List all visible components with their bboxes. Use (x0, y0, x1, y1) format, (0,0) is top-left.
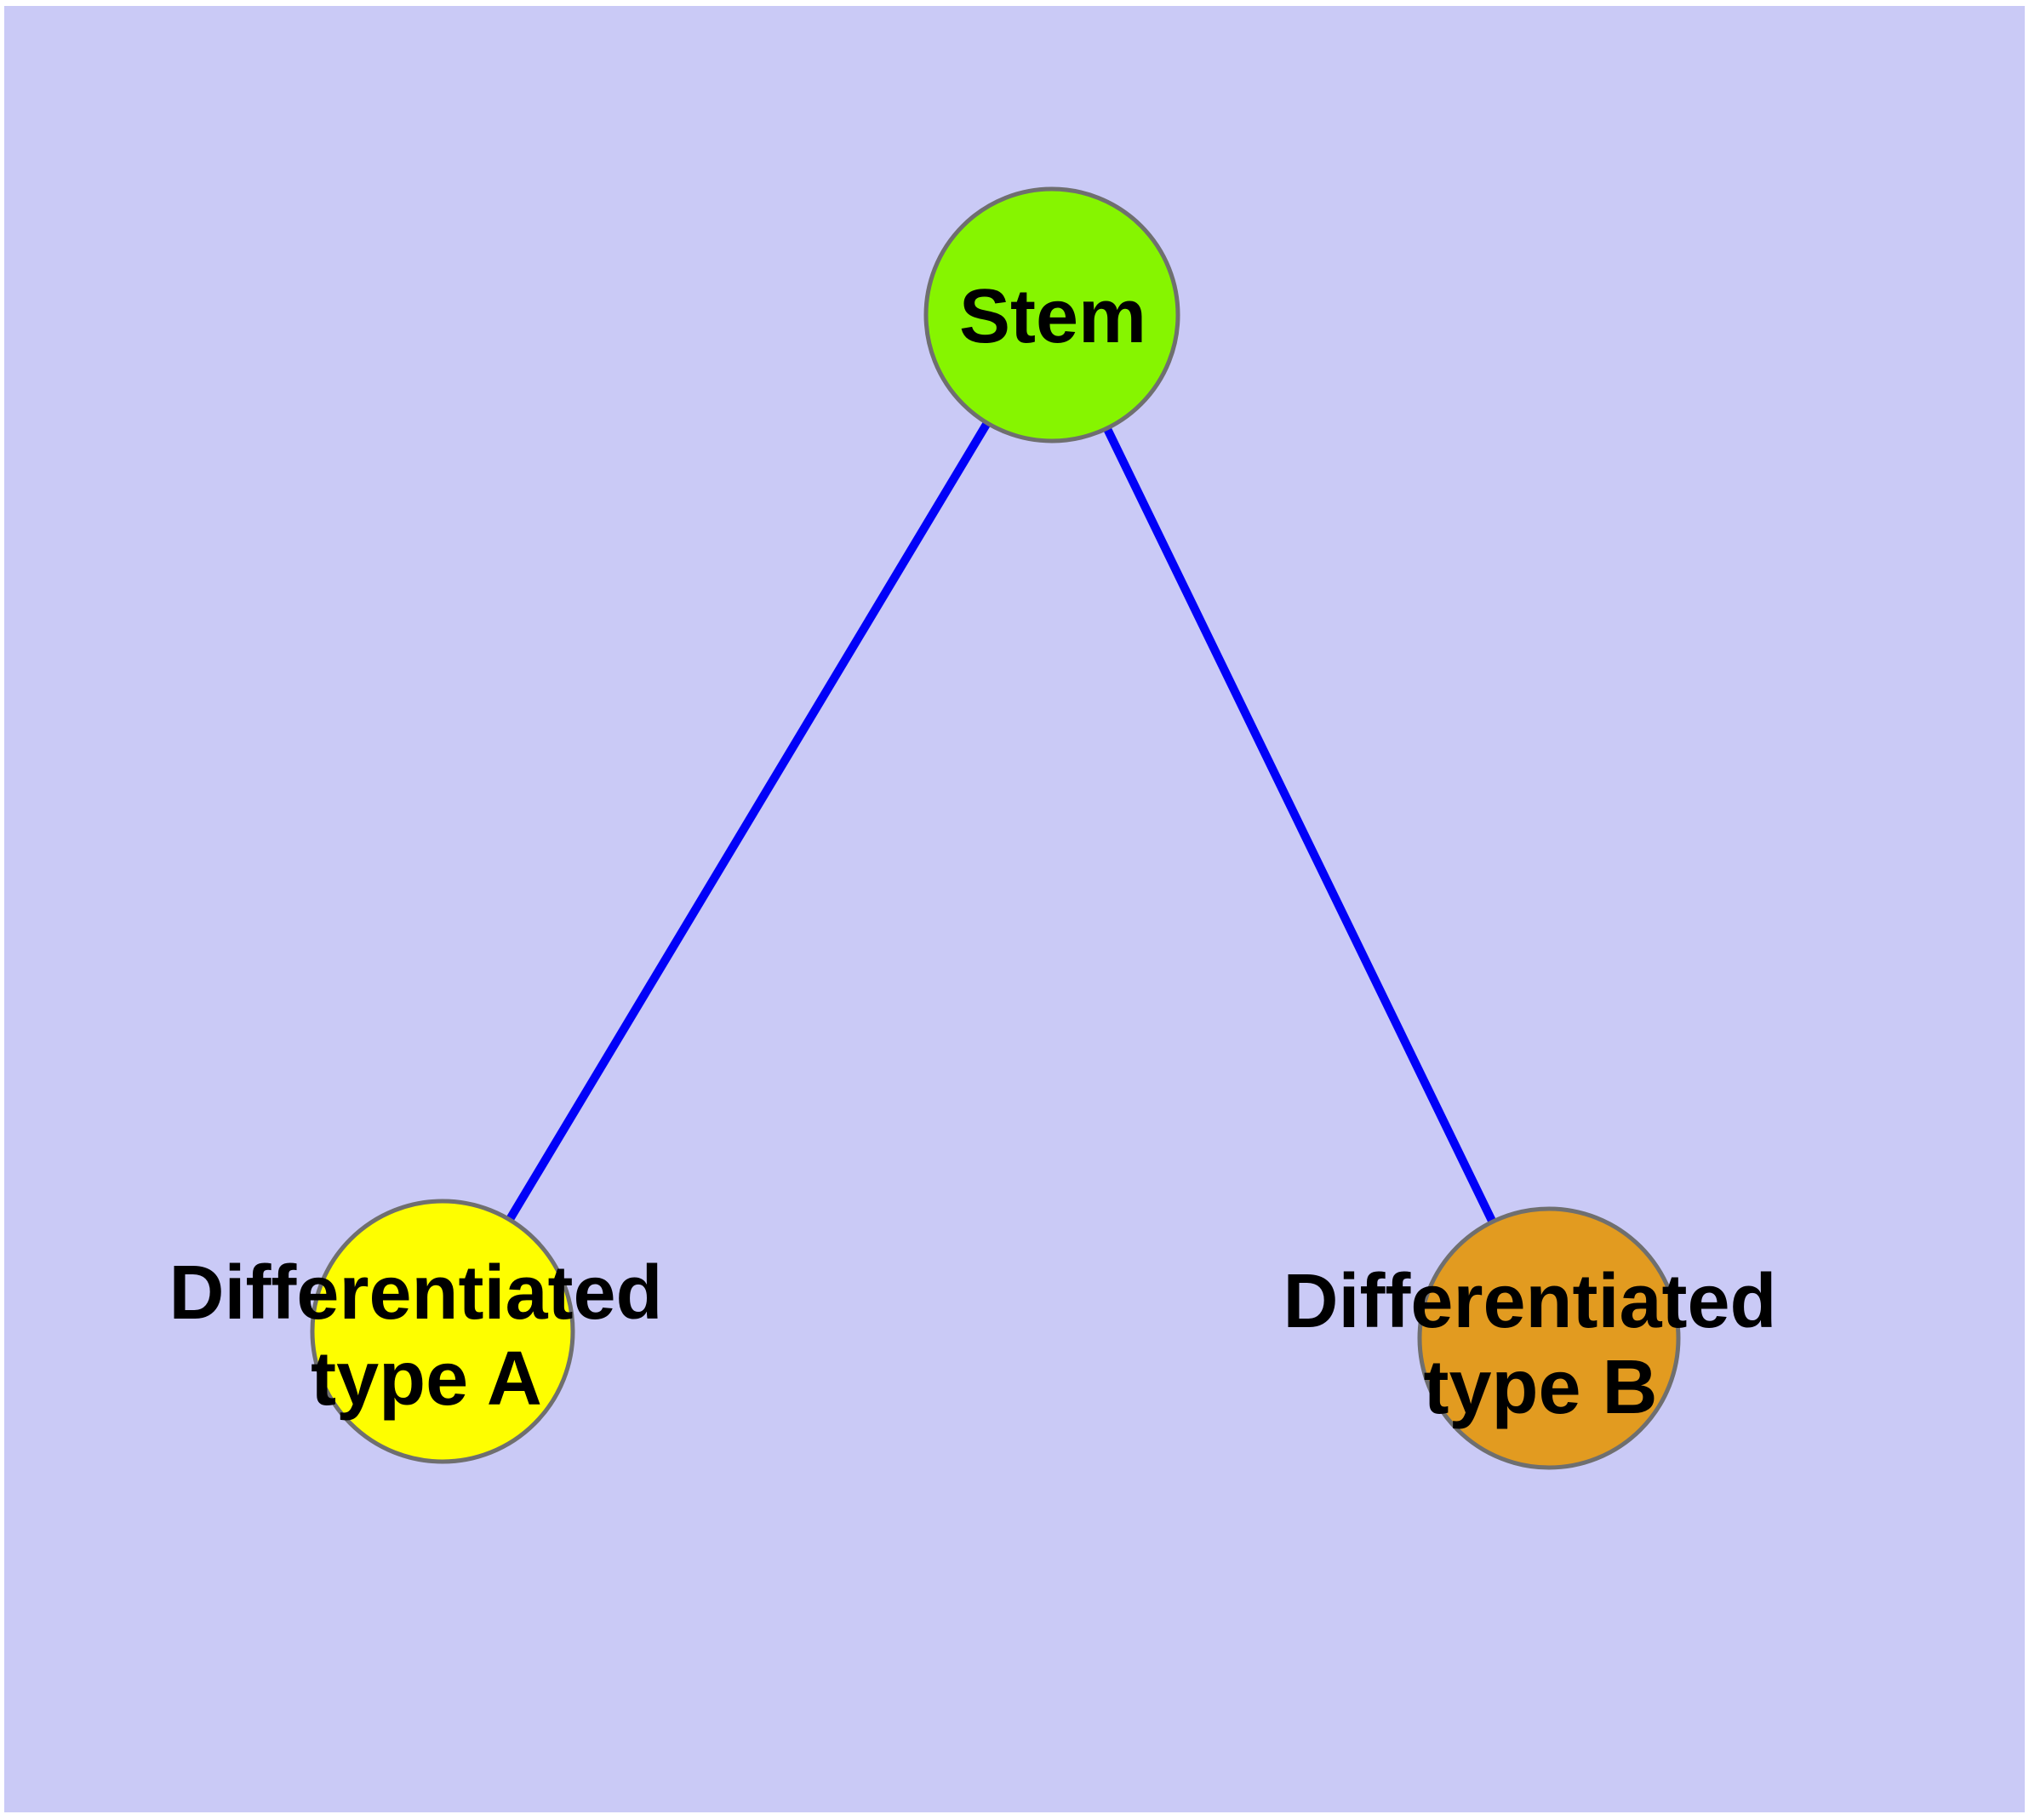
node-label-differentiated-type-a-line1: Differentiated (169, 1251, 662, 1336)
node-label-differentiated-type-b-line2: type B (1423, 1345, 1657, 1430)
node-label-differentiated-type-a: Differentiated type A (169, 1251, 683, 1422)
edge-stem-to-type-a (438, 312, 1056, 1334)
node-label-stem: Stem (959, 274, 1146, 359)
node-label-differentiated-type-a-line2: type A (311, 1336, 542, 1422)
node-label-differentiated-type-b-line1: Differentiated (1283, 1259, 1776, 1344)
node-differentiated-type-b (1417, 1206, 1681, 1470)
node-label-differentiated-type-b: Differentiated type B (1283, 1259, 1798, 1430)
node-differentiated-type-a (310, 1199, 575, 1464)
edge-stem-to-type-b (1048, 312, 1553, 1341)
node-stem (923, 186, 1180, 444)
